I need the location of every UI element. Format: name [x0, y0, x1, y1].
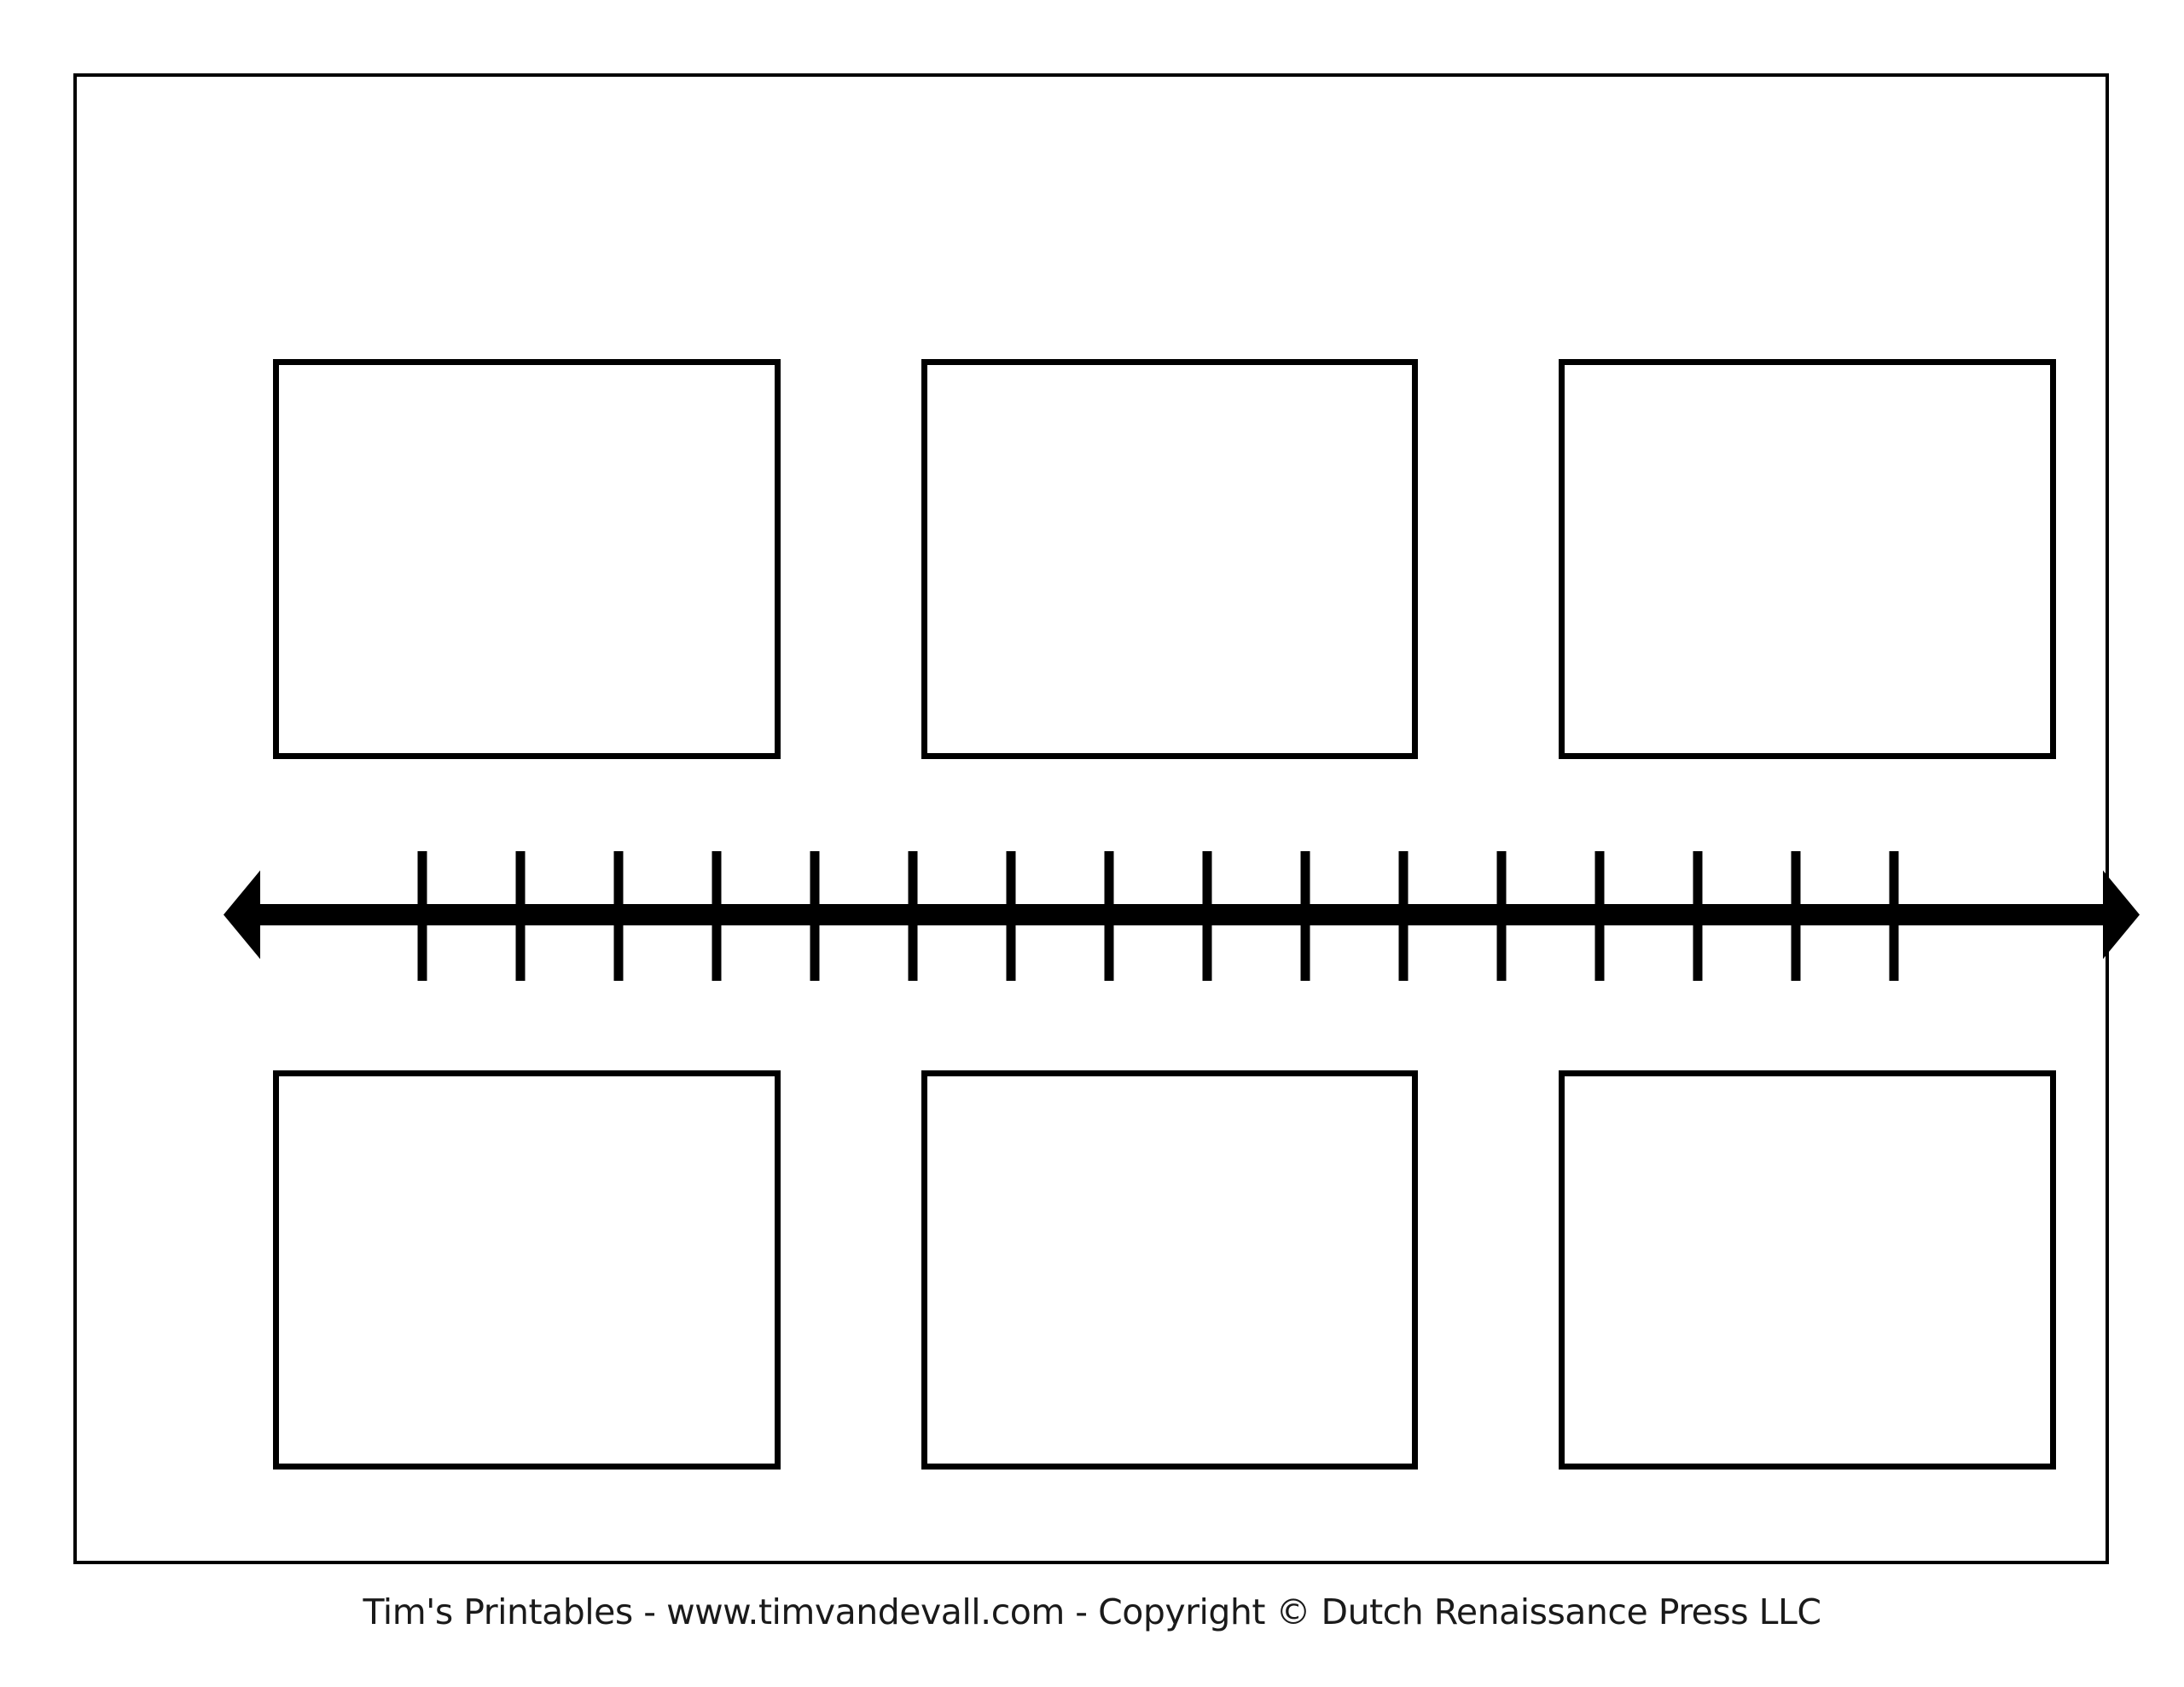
number-line[interactable]: [205, 827, 2150, 1006]
page-border: [73, 73, 2140, 1564]
picture-box-top-2[interactable]: [921, 359, 1418, 759]
arrow-left-icon: [224, 870, 260, 959]
number-line-shaft: [260, 904, 2103, 925]
footer-credit-text: Tim's Printables - www.timvandevall.com …: [363, 1591, 1821, 1632]
arrow-head-right: [2103, 870, 2140, 959]
number-line-graphic: [224, 851, 2140, 981]
picture-box-top-3[interactable]: [1559, 359, 2056, 759]
picture-box-bottom-2[interactable]: [921, 1070, 1418, 1470]
number-line-shaft-bar: [260, 904, 2103, 925]
picture-box-bottom-1[interactable]: [273, 1070, 781, 1470]
arrow-right-icon: [2103, 870, 2140, 959]
picture-box-bottom-3[interactable]: [1559, 1070, 2056, 1470]
arrow-head-left: [224, 870, 260, 959]
picture-box-top-1[interactable]: [273, 359, 781, 759]
